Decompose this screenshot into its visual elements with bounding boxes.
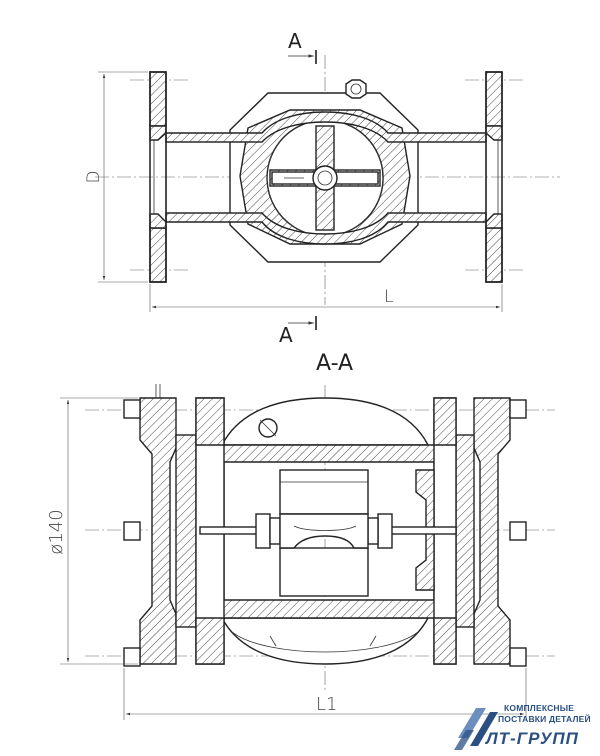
right-bolt-head-top [509,399,527,419]
stem-hub-outer [312,165,338,191]
dome-bottom-inner [231,631,419,653]
stem-hub-inner [317,170,333,186]
dome-tick-2 [369,635,377,647]
dim-D-label: D [84,170,104,183]
section-view: A-A [46,351,555,720]
section-mark-bottom: A [279,323,293,347]
hex-nut-hole [350,83,362,95]
right-bolt-head-bottom [509,647,527,667]
section-left-spacer [195,397,225,665]
logo-line1: КОМПЛЕКСНЫЕ [504,703,574,713]
right-bolt-head-mid [509,521,527,541]
left-bolt-head-bottom [123,647,141,667]
section-flange-left [139,397,177,665]
section-left-ring [175,434,197,628]
logo-emblem-icon [454,708,498,750]
top-view: D L A A [84,29,560,347]
section-title: A-A [316,351,353,376]
dome-bottom [220,617,430,665]
valve-disc [279,513,369,549]
hex-nut [345,79,367,99]
dim-L-label: L [384,287,393,307]
section-mark-top: A [288,29,302,53]
valve-disc-curve [293,525,357,531]
dome-top [220,397,430,446]
shaft-collar-left-outer [255,513,271,549]
flange-left-face [149,139,155,215]
left-bolt-head-mid [123,521,141,541]
dome-bolt-hole-cross [259,419,277,437]
logo-line2: ПОСТАВКИ ДЕТАЛЕЙ [498,713,591,724]
dim-140-label: ø140 [46,509,67,554]
valve-top-block [279,469,369,515]
company-logo: КОМПЛЕКСНЫЕ ПОСТАВКИ ДЕТАЛЕЙ ЛТ-ГРУПП [454,703,591,750]
shaft-collar-right-outer [377,513,393,549]
right-seat [415,469,435,591]
valve-bottom-block [279,547,369,597]
section-right-ring [455,434,475,628]
section-right-spacer [433,397,457,665]
shaft-collar-right-inner [367,517,379,545]
flange-right-face [497,139,503,215]
dim-L1-label: L1 [316,694,337,715]
logo-brand: ЛТ-ГРУПП [484,729,579,748]
left-bolt-head-top [123,399,141,419]
shaft-collar-left-inner [269,517,281,545]
dome-tick-1 [269,635,277,647]
section-flange-right [473,397,511,665]
